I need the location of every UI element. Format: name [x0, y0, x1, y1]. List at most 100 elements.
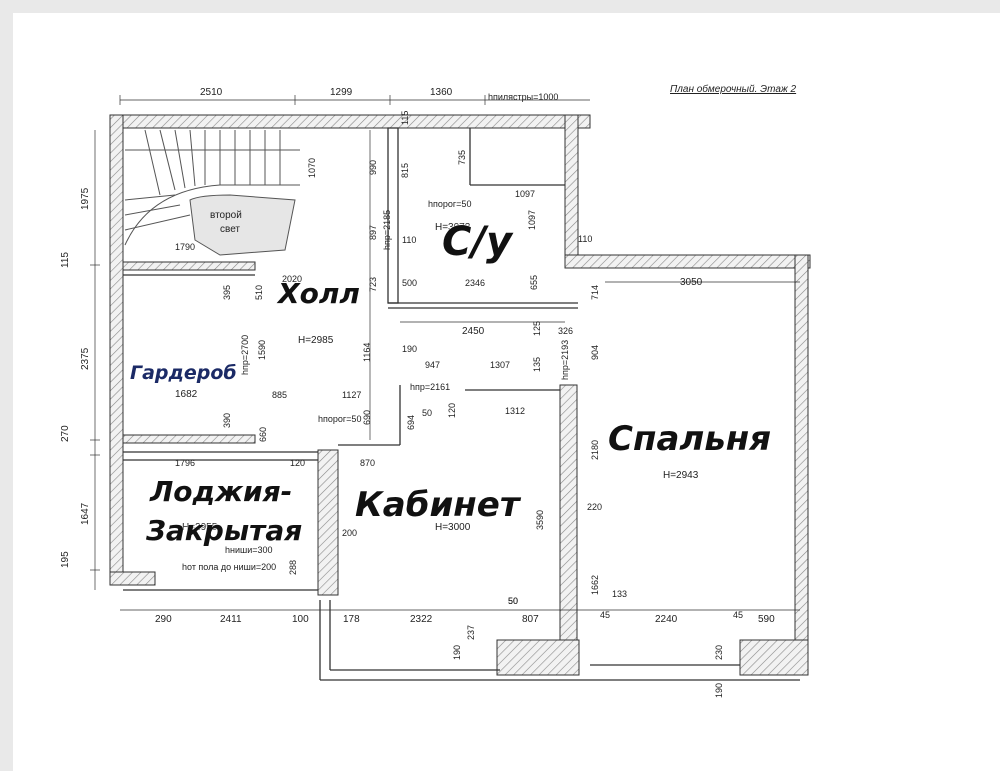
dim-inner: 110 — [578, 234, 592, 244]
dim-top-1: 2510 — [200, 87, 223, 98]
dim-bottom-5: 2322 — [410, 614, 433, 625]
dim-inner: 714 — [590, 285, 600, 300]
dim-inner: 3050 — [680, 277, 703, 288]
dim-inner: 660 — [258, 427, 268, 442]
dim-left-1: 1975 — [80, 187, 91, 210]
dim-inner: 125 — [532, 321, 542, 336]
height-loggia: H=2955 — [182, 522, 218, 533]
dim-inner: 200 — [342, 528, 357, 538]
room-label-loggia-1: Лоджия- — [150, 475, 293, 508]
dim-inner: 3590 — [535, 510, 545, 530]
dim-inner: 1590 — [257, 340, 267, 360]
dimension-lines — [90, 95, 800, 611]
dim-inner: 815 — [400, 163, 410, 178]
dim-inner: 2346 — [465, 278, 485, 288]
dim-left-5: 1647 — [80, 502, 91, 525]
dim-inner: 1070 — [307, 158, 317, 178]
dim-inner: 2450 — [462, 326, 485, 337]
plan-title: План обмерочный. Этаж 2 — [670, 84, 797, 95]
dim-inner: 2180 — [590, 440, 600, 460]
dim-inner: 694 — [406, 415, 416, 430]
dim-inner: 1097 — [515, 189, 535, 199]
dim-inner: 50 — [422, 408, 432, 418]
dim-inner: 1097 — [527, 210, 537, 230]
dim-inner: 237 — [466, 625, 476, 640]
dim-inner: 133 — [612, 589, 627, 599]
room-label-bedroom: Спальня — [608, 419, 772, 459]
dim-left-6: 195 — [60, 551, 71, 568]
dim-inner: 897 — [368, 225, 378, 240]
dim-inner: 190 — [402, 344, 417, 354]
staircase — [124, 129, 300, 256]
partitions — [123, 127, 800, 681]
dim-inner: 885 — [272, 390, 287, 400]
dim-inner: 947 — [425, 360, 440, 370]
dim-inner: 326 — [558, 326, 573, 336]
note-parapet: hпилястры=1000 — [488, 92, 558, 102]
dim-inner: 190 — [714, 683, 724, 698]
dim-left-2: 115 — [60, 252, 71, 268]
dim-inner: 115 — [400, 111, 410, 125]
dim-inner: 390 — [222, 413, 232, 428]
dim-inner: 990 — [368, 160, 378, 175]
dim-inner: 230 — [714, 645, 724, 660]
dim-bottom-3: 100 — [292, 614, 309, 625]
room-label-wardrobe: Гардероб — [130, 362, 237, 384]
note-door-wc: hпр=2185 — [382, 210, 392, 250]
dim-bottom-4: 178 — [343, 614, 360, 625]
dim-inner: 120 — [447, 403, 457, 418]
room-label-hall: Холл — [278, 277, 360, 310]
dim-inner: 690 — [362, 410, 372, 425]
dim-bottom-10: 590 — [758, 614, 775, 625]
dim-inner: 135 — [532, 357, 542, 372]
stair-label-2: свет — [220, 224, 240, 235]
dim-inner: 2020 — [282, 274, 302, 284]
height-bedroom: H=2943 — [663, 470, 699, 481]
dim-inner: 655 — [529, 275, 539, 290]
note-door-bed: hпр=2193 — [560, 340, 570, 380]
room-label-wc: С/у — [442, 219, 513, 265]
dim-top-2: 1299 — [330, 87, 353, 98]
dim-inner: 1164 — [362, 343, 372, 362]
dim-left-4: 270 — [60, 425, 71, 442]
dim-inner: 500 — [402, 278, 417, 288]
walls — [109, 114, 811, 676]
note-niche-floor: hот пола до ниши=200 — [182, 562, 276, 572]
dim-inner: 50 — [508, 596, 518, 606]
dim-inner: 1662 — [590, 575, 600, 595]
note-niche: hниши=300 — [225, 545, 273, 555]
dim-inner: 220 — [587, 502, 602, 512]
dim-inner: 190 — [452, 645, 462, 660]
note-door-wardrobe: hпр=2700 — [240, 335, 250, 375]
dim-inner: 870 — [360, 458, 375, 468]
dim-inner: 110 — [402, 235, 416, 245]
height-wc: H=3073 — [435, 222, 471, 233]
height-wardrobe: 1682 — [175, 389, 198, 400]
room-label-study: Кабинет — [355, 485, 520, 525]
dim-inner: 50 — [508, 596, 518, 606]
dim-inner: 288 — [288, 560, 298, 575]
dim-inner: 1796 — [175, 458, 195, 468]
dim-inner: 1790 — [175, 242, 195, 252]
dim-bottom-8: 2240 — [655, 614, 678, 625]
stair-label-1: второй — [210, 210, 242, 221]
dim-bottom-2: 2411 — [220, 614, 242, 625]
dim-left-3: 2375 — [80, 347, 91, 370]
dim-bottom-1: 290 — [155, 614, 172, 625]
dim-inner: 1127 — [342, 390, 361, 400]
dim-inner: 735 — [457, 150, 467, 165]
height-study: H=3000 — [435, 522, 471, 533]
height-hall: H=2985 — [298, 335, 334, 346]
room-label-loggia-2: Закрытая — [146, 514, 303, 547]
dim-inner: 120 — [290, 458, 305, 468]
dim-bottom-9: 45 — [733, 610, 743, 620]
dim-inner: 1307 — [490, 360, 510, 370]
dim-bottom-6: 807 — [522, 614, 539, 625]
dim-inner: 723 — [368, 277, 378, 292]
note-threshold-hall: hпорог=50 — [318, 414, 361, 424]
dim-inner: 510 — [254, 285, 264, 300]
dim-bottom-7: 45 — [600, 610, 610, 620]
dim-inner: 904 — [590, 345, 600, 360]
dim-inner: 1312 — [505, 406, 525, 416]
